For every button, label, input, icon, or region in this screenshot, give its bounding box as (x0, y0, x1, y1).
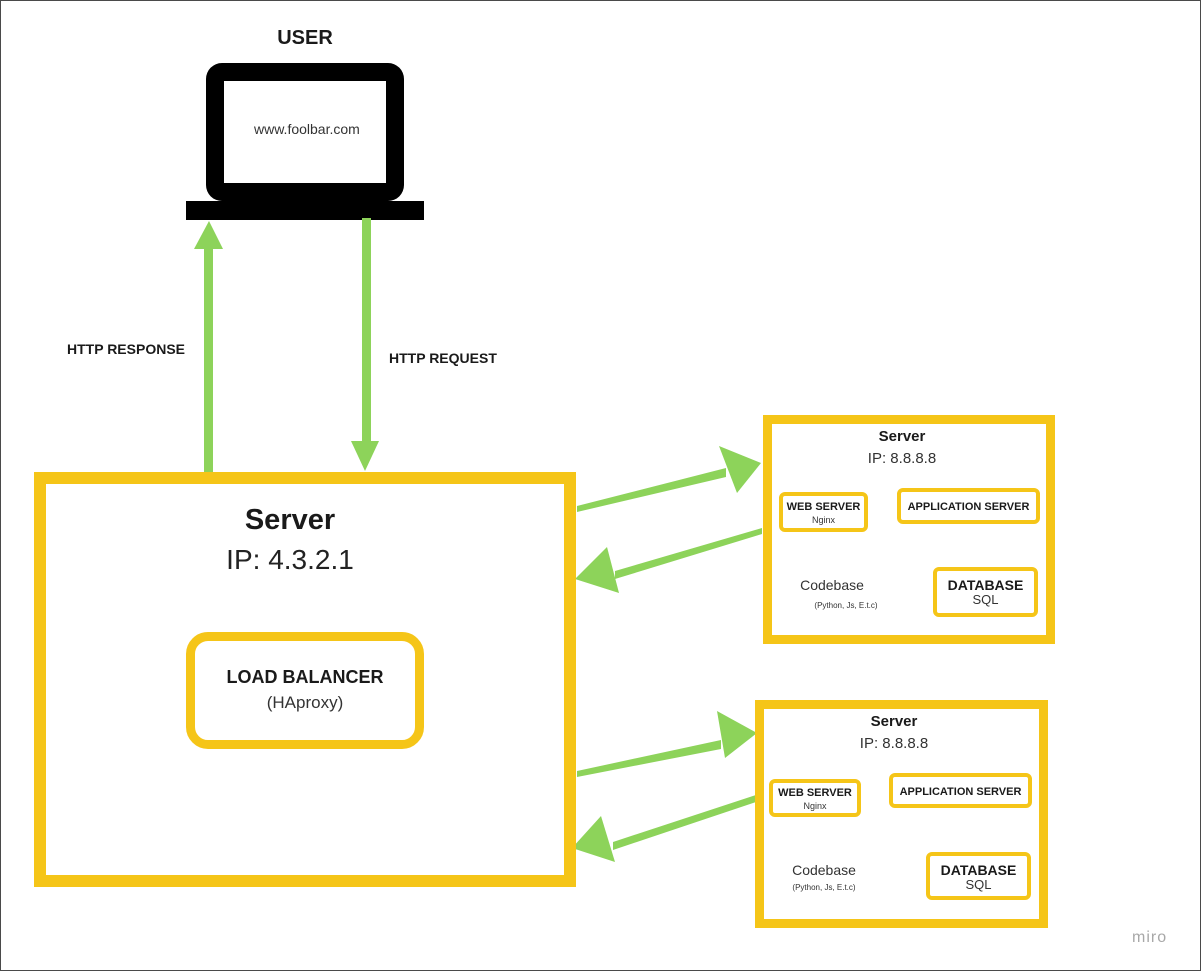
main-server-box (34, 472, 576, 887)
server-1-web-server-subtitle: Nginx (811, 515, 835, 525)
server-1-app-server-title: APPLICATION SERVER (907, 501, 1030, 513)
server-2-web-server-subtitle: Nginx (803, 801, 827, 811)
server-2-app-server-box: APPLICATION SERVER (889, 773, 1032, 808)
server-2-database-subtitle: SQL (965, 877, 992, 892)
load-balancer-box: LOAD BALANCER (HAproxy) (186, 632, 424, 749)
server-1-web-server-title: WEB SERVER (786, 501, 861, 513)
server-1-codebase-subtitle: (Python, Js, E.t.c) (814, 601, 878, 610)
http-response-label: HTTP RESPONSE (67, 341, 185, 357)
server-1-database-subtitle: SQL (972, 592, 999, 607)
arrow-main-to-server-1 (577, 446, 761, 512)
server-2-app-server-title: APPLICATION SERVER (899, 786, 1022, 798)
arrow-server-2-to-main (572, 793, 762, 862)
server-2-database-title: DATABASE (940, 862, 1017, 878)
server-2-ip: IP: 8.8.8.8 (859, 735, 929, 752)
server-1-database-title: DATABASE (947, 577, 1024, 593)
server-2-codebase-subtitle: (Python, Js, E.t.c) (792, 883, 856, 892)
server-2-web-server-title: WEB SERVER (778, 787, 852, 799)
http-request-label: HTTP REQUEST (389, 350, 497, 366)
server-1-database-box: DATABASE SQL (933, 567, 1038, 617)
main-server-ip: IP: 4.3.2.1 (226, 544, 354, 575)
server-1-codebase-title: Codebase (800, 577, 864, 593)
http-request-arrow (351, 218, 379, 471)
server-2-web-server-box: WEB SERVER Nginx (769, 779, 861, 817)
miro-watermark: miro (1132, 929, 1168, 946)
load-balancer-title: LOAD BALANCER (226, 667, 384, 687)
laptop-url: www.foolbar.com (254, 121, 360, 137)
server-2-title: Server (870, 713, 918, 730)
server-1-title: Server (878, 428, 926, 445)
load-balancer-subtitle: (HAproxy) (266, 693, 344, 712)
server-1-ip: IP: 8.8.8.8 (867, 450, 937, 467)
laptop-base (186, 201, 424, 220)
server-1-app-server-box: APPLICATION SERVER (897, 488, 1040, 524)
laptop-screen (206, 63, 404, 201)
arrow-server-1-to-main (575, 528, 762, 593)
server-1-web-server-box: WEB SERVER Nginx (779, 492, 868, 532)
server-2-database-box: DATABASE SQL (926, 852, 1031, 900)
server-2-codebase-title: Codebase (792, 862, 856, 878)
http-response-arrow (194, 221, 223, 473)
main-server-title: Server (244, 504, 336, 536)
user-title: USER (277, 27, 333, 49)
arrow-main-to-server-2 (577, 711, 757, 777)
